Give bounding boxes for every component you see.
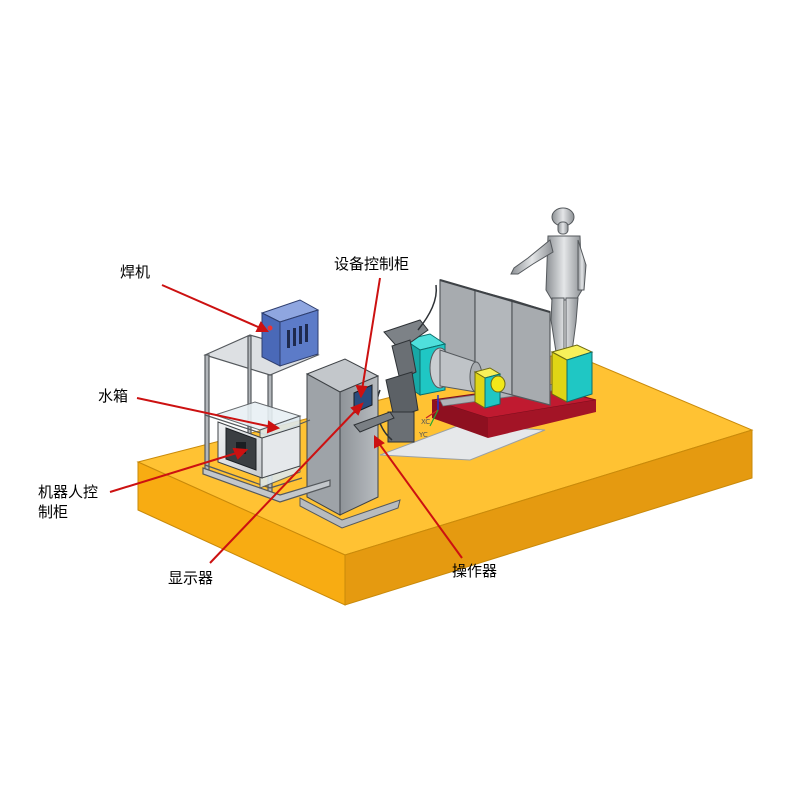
leader-water-tank <box>136 397 273 428</box>
left-arm <box>510 239 554 275</box>
label-operator-panel: 操作器 <box>452 562 498 580</box>
label-robot-cabinet: 机器人控 制柜 <box>38 482 98 522</box>
red-base-side <box>432 400 488 438</box>
label-water-tank: 水箱 <box>98 387 129 405</box>
axis-x-label: XC <box>421 418 430 426</box>
label-welder: 焊机 <box>120 263 151 281</box>
leader-operator <box>377 441 463 559</box>
right-arm <box>577 239 587 291</box>
leader-equipment-cabinet <box>361 277 381 391</box>
leader-robot-cabinet <box>109 451 241 493</box>
equipment-control-cabinet <box>299 358 401 529</box>
label-robot-cabinet-line2: 制柜 <box>38 503 69 521</box>
red-base-front <box>488 400 596 438</box>
legs <box>550 297 579 353</box>
leader-lines <box>109 277 463 564</box>
leader-welder <box>161 284 266 331</box>
robot-control-cabinet <box>217 421 301 479</box>
coordinate-triad: XC YC <box>418 395 439 439</box>
label-equipment-cabinet: 设备控制柜 <box>334 255 410 273</box>
axis-y-label: YC <box>418 431 428 439</box>
yellow-box-right <box>550 344 594 403</box>
leader-display <box>209 407 359 564</box>
welder-unit <box>260 299 320 367</box>
label-display: 显示器 <box>168 569 214 587</box>
fence-panel-3 <box>511 299 551 406</box>
platform-right-face <box>344 429 753 606</box>
label-robot-cabinet-line1: 机器人控 <box>38 483 99 501</box>
